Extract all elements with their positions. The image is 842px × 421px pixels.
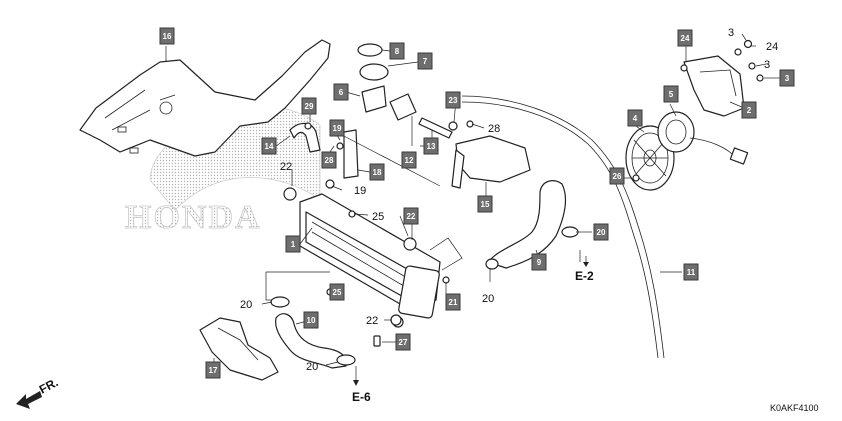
label-25: 25 <box>372 211 384 223</box>
label-19: 19 <box>354 185 366 197</box>
label-24-top: 24 <box>766 41 778 53</box>
svg-text:19: 19 <box>333 124 342 133</box>
label-20-bottom: 20 <box>306 361 318 373</box>
part-12-13-cap <box>389 93 453 139</box>
svg-text:27: 27 <box>399 338 408 347</box>
label-22-left: 22 <box>280 161 292 173</box>
svg-text:28: 28 <box>325 156 334 165</box>
callout-23: 23 <box>445 91 461 109</box>
svg-text:16: 16 <box>163 32 172 41</box>
callout-29: 29 <box>301 97 317 115</box>
svg-text:10: 10 <box>307 316 316 325</box>
callout-18: 18 <box>369 163 385 181</box>
callout-2: 2 <box>741 101 757 119</box>
svg-text:26: 26 <box>613 172 622 181</box>
callout-10: 10 <box>303 311 319 329</box>
part-6-7-8-filler <box>357 43 389 113</box>
svg-text:21: 21 <box>449 298 458 307</box>
callout-6: 6 <box>333 83 349 101</box>
part-17-bracket <box>199 317 279 381</box>
svg-text:24: 24 <box>681 34 690 43</box>
part-18-hose <box>343 129 359 179</box>
part-16-cover <box>79 39 331 157</box>
label-20-right: 20 <box>482 293 494 305</box>
svg-text:29: 29 <box>305 102 314 111</box>
svg-text:15: 15 <box>481 200 490 209</box>
label-3-top: 3 <box>728 27 734 39</box>
part-15-reservoir <box>451 135 531 189</box>
ref-e2: E-2 <box>575 269 594 283</box>
svg-text:5: 5 <box>669 90 674 99</box>
svg-text:23: 23 <box>449 96 458 105</box>
front-arrow-icon <box>16 391 42 409</box>
callout-28: 28 <box>321 151 337 169</box>
callout-25: 25 <box>329 283 345 301</box>
callout-1: 1 <box>285 235 301 253</box>
svg-text:17: 17 <box>209 366 218 375</box>
honda-wordmark: HONDA <box>125 199 262 236</box>
svg-text:4: 4 <box>633 114 638 123</box>
callout-20: 20 <box>593 223 609 241</box>
callout-12: 12 <box>401 151 417 169</box>
callout-16: 16 <box>159 27 175 45</box>
callout-7: 7 <box>417 52 433 70</box>
callout-21: 21 <box>445 293 461 311</box>
svg-text:25: 25 <box>333 288 342 297</box>
callout-26: 26 <box>609 167 625 185</box>
svg-text:18: 18 <box>373 168 382 177</box>
callout-8: 8 <box>389 42 405 60</box>
label-22-bottom: 22 <box>366 315 378 327</box>
svg-text:22: 22 <box>407 212 416 221</box>
svg-text:14: 14 <box>265 142 274 151</box>
label-3-mid: 3 <box>764 59 770 71</box>
svg-text:9: 9 <box>537 258 542 267</box>
callout-24: 24 <box>677 29 693 47</box>
svg-text:2: 2 <box>747 106 752 115</box>
callout-19: 19 <box>329 119 345 137</box>
callout-4: 4 <box>627 109 643 127</box>
part-9-hose <box>487 180 566 269</box>
ref-e6: E-6 <box>352 390 371 404</box>
part-2-shroud <box>683 55 745 117</box>
part-11-overflow-hose <box>461 95 665 359</box>
callout-27: 27 <box>395 333 411 351</box>
svg-text:13: 13 <box>427 142 436 151</box>
callout-15: 15 <box>477 195 493 213</box>
e2-arrow-head <box>583 262 589 267</box>
svg-text:6: 6 <box>339 88 344 97</box>
callout-22: 22 <box>403 207 419 225</box>
front-arrow: FR. <box>16 375 60 409</box>
svg-text:8: 8 <box>395 47 400 56</box>
callout-11: 11 <box>683 263 699 281</box>
callout-14: 14 <box>261 137 277 155</box>
e6-arrow-head <box>353 380 359 386</box>
svg-text:20: 20 <box>597 228 606 237</box>
fasteners <box>270 39 764 366</box>
diagram-code: K0AKF4100 <box>770 403 819 413</box>
svg-text:11: 11 <box>687 268 696 277</box>
svg-text:7: 7 <box>423 57 428 66</box>
callout-17: 17 <box>205 361 221 379</box>
svg-text:3: 3 <box>785 74 790 83</box>
callout-3: 3 <box>779 69 795 87</box>
callout-5: 5 <box>663 85 679 103</box>
label-20-left: 20 <box>240 299 252 311</box>
part-14-hose <box>289 122 321 153</box>
svg-text:1: 1 <box>291 240 296 249</box>
svg-text:12: 12 <box>405 156 414 165</box>
part-5-fan-motor <box>657 111 749 165</box>
callout-13: 13 <box>423 137 439 155</box>
label-28: 28 <box>488 123 500 135</box>
callout-9: 9 <box>531 253 547 271</box>
